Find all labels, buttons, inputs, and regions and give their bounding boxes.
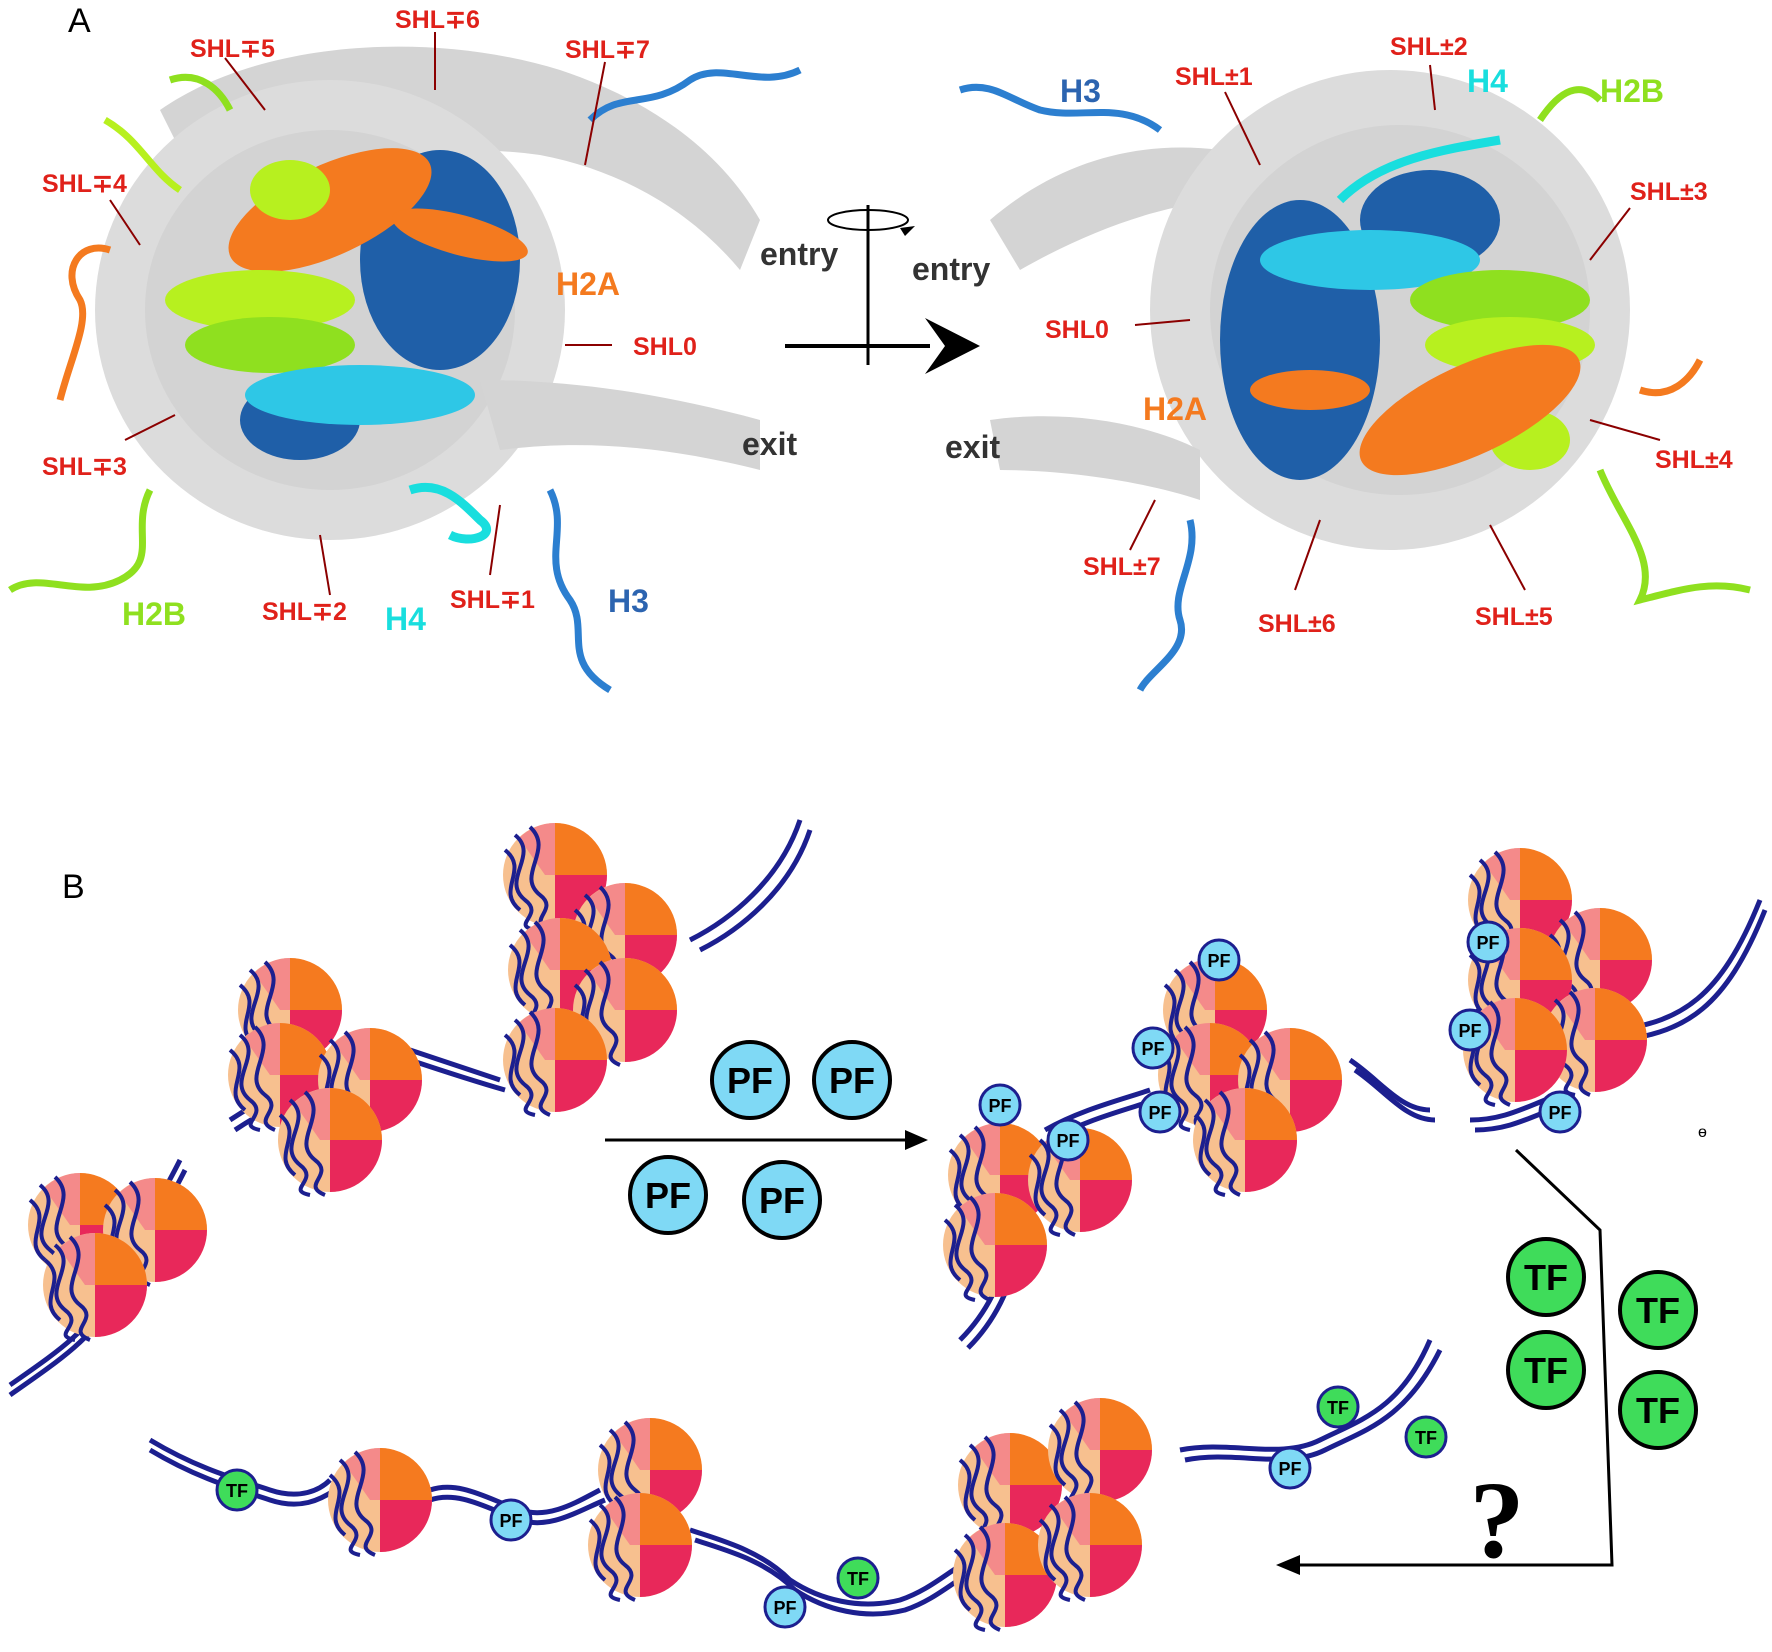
pf-marker-label: PF (1548, 1103, 1571, 1123)
shl-label: SHL∓5 (190, 35, 275, 63)
h4-helices-right (1260, 135, 1501, 290)
pf-bound-chromatin: PF PF PF PF PF PF PF PF (941, 846, 1768, 1350)
shl-label: SHL∓7 (565, 36, 650, 64)
h4-label: H4 (1467, 63, 1508, 99)
pf-marker-label: PF (1148, 1103, 1171, 1123)
shl-label: SHL∓1 (450, 586, 535, 614)
question-mark: ? (1470, 1459, 1525, 1581)
tf-label: TF (1524, 1350, 1568, 1391)
h2a-helices-right (1250, 344, 1581, 476)
h3-label: H3 (1060, 73, 1101, 109)
pf-label: PF (727, 1060, 773, 1101)
pf-marker-label: PF (1207, 951, 1230, 971)
shl-label: SHL±2 (1390, 33, 1468, 61)
h2a-label: H2A (556, 266, 620, 302)
small-pf-markers: PF PF PF PF PF PF PF PF (978, 920, 1582, 1162)
pf-group: PF PF PF PF (628, 1040, 892, 1240)
tf-group: TF TF TF TF (1506, 1237, 1698, 1450)
open-chromatin-fiber: TF PF PF TF PF TF TF (148, 1339, 1448, 1632)
h2b-label: H2B (122, 596, 186, 632)
right-nucleosome-structure (958, 70, 1751, 692)
left-leader-lines (109, 32, 612, 596)
shl-label: SHL0 (1045, 316, 1109, 344)
pf-marker-label: PF (1056, 1131, 1079, 1151)
tf-marker-label: TF (1327, 1398, 1349, 1418)
pf-marker-label: PF (1458, 1021, 1481, 1041)
rotation-icon (785, 205, 980, 374)
pf-marker-label: PF (988, 1096, 1011, 1116)
stray-mark: ɵ (1698, 1124, 1707, 1141)
pf-label: PF (645, 1175, 691, 1216)
pf-marker-label: PF (773, 1598, 796, 1618)
shl-label: SHL0 (633, 333, 697, 361)
h3-label: H3 (608, 583, 649, 619)
tf-marker-label: TF (847, 1569, 869, 1589)
shl-label: SHL∓2 (262, 598, 347, 626)
h2b-label: H2B (1600, 73, 1664, 109)
shl-label: SHL±5 (1475, 603, 1553, 631)
tf-arrow (1276, 1148, 1614, 1575)
tf-label: TF (1636, 1390, 1680, 1431)
pf-label: PF (829, 1060, 875, 1101)
closed-chromatin-fiber (8, 819, 813, 1398)
entry-label: entry (760, 236, 838, 272)
shl-label: SHL±1 (1175, 63, 1253, 91)
exit-label: exit (742, 426, 797, 462)
h2a-label: H2A (1143, 391, 1207, 427)
shl-label: SHL±3 (1630, 178, 1708, 206)
tf-marker-label: TF (226, 1481, 248, 1501)
tf-label: TF (1524, 1257, 1568, 1298)
shl-label: SHL±7 (1083, 553, 1161, 581)
left-nucleosome-structure (8, 46, 802, 693)
entry-label: entry (912, 251, 990, 287)
pf-marker-label: PF (1278, 1459, 1301, 1479)
tf-marker-label: TF (1415, 1428, 1437, 1448)
shl-label: SHL∓6 (395, 6, 480, 34)
panel-b-label: B (62, 868, 85, 906)
bound-factor-markers: TF PF PF TF PF TF TF (215, 1385, 1448, 1629)
pf-arrow (605, 1130, 928, 1150)
pf-marker-label: PF (1141, 1039, 1164, 1059)
panel-a-label: A (68, 2, 91, 40)
shl-label: SHL∓3 (42, 453, 127, 481)
shl-label: SHL±4 (1655, 446, 1733, 474)
shl-label: SHL∓4 (42, 170, 127, 198)
h4-helices (245, 365, 492, 544)
pf-marker-label: PF (1476, 933, 1499, 953)
pf-label: PF (759, 1180, 805, 1221)
tf-label: TF (1636, 1290, 1680, 1331)
h2a-helices (228, 148, 528, 272)
exit-label: exit (945, 429, 1000, 465)
right-leader-lines (1129, 64, 1661, 591)
shl-label: SHL±6 (1258, 610, 1336, 638)
h4-label: H4 (385, 601, 426, 637)
h2b-helices (165, 160, 355, 373)
pf-marker-label: PF (499, 1511, 522, 1531)
